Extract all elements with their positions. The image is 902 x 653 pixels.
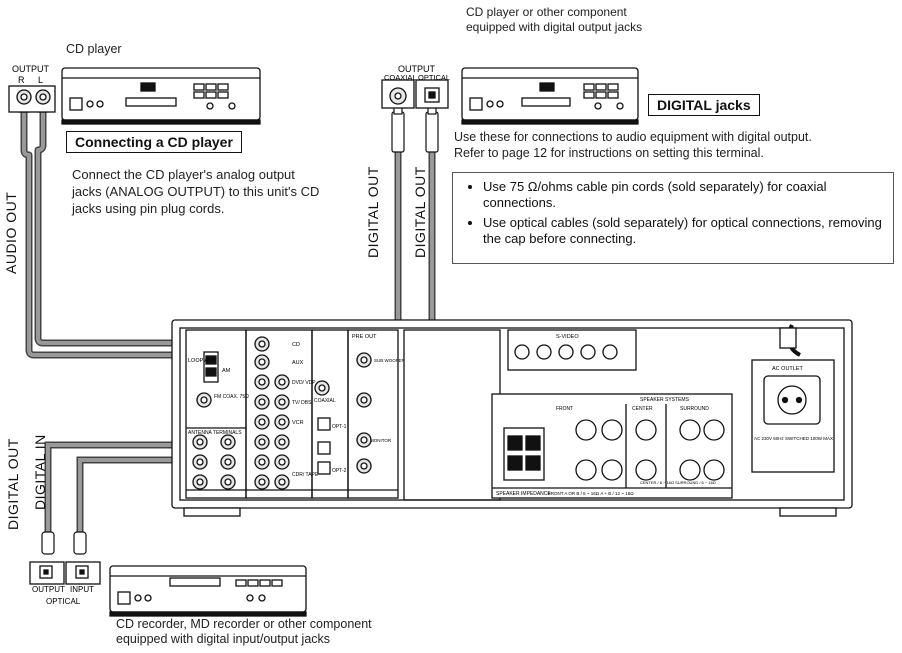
- digital-output-label: OUTPUT: [398, 64, 436, 74]
- coaxial-cable-label: DIGITAL OUT: [365, 166, 381, 258]
- recorder-caption-line1: CD recorder, MD recorder or other compon…: [116, 617, 372, 631]
- receiver-svideo: S-VIDEO: [556, 334, 579, 340]
- receiver-pre-out: PRE OUT: [352, 334, 377, 340]
- audio-out-cable-label: AUDIO OUT: [3, 191, 19, 274]
- receiver-impedance-front: FRONT A OR B / 6 ~ 16Ω A + B / 12 ~ 16Ω: [548, 491, 634, 496]
- receiver-ac-outlet: AC OUTLET: [772, 366, 804, 372]
- optical-cable-label: DIGITAL OUT: [412, 166, 428, 258]
- cd-r-label: R: [18, 75, 25, 85]
- receiver-front: FRONT: [556, 406, 573, 412]
- receiver-fm: FM COAX. 75Ω: [214, 394, 249, 400]
- digital-description-line1: Use these for connections to audio equip…: [454, 130, 812, 144]
- recorder-device: [109, 565, 307, 617]
- digital-component-device: [461, 67, 639, 125]
- receiver-tv: TV/ DBS: [292, 400, 312, 406]
- cd-player-description: Connect the CD player's analog output ja…: [72, 167, 320, 216]
- cd-l-label: L: [38, 75, 43, 85]
- receiver-impedance-center: CENTER / 6 ~ 16Ω SURROUND / 6 ~ 16Ω: [640, 480, 716, 485]
- receiver-surround: SURROUND: [680, 406, 709, 412]
- recorder-out-cable-label: DIGITAL OUT: [5, 438, 21, 530]
- note-item: Use optical cables (sold separately) for…: [483, 215, 883, 247]
- receiver-monitor: MONITOR: [370, 438, 392, 443]
- recorder-output-label: OUTPUT: [32, 585, 65, 594]
- digital-jacks-heading: DIGITAL jacks: [648, 94, 760, 116]
- cd-player-caption: CD player: [66, 42, 122, 56]
- receiver-opt2: OPT-2: [332, 468, 347, 474]
- receiver-antenna-terminals: ANTENNA TERMINALS: [188, 430, 242, 436]
- receiver-opt1: OPT-1: [332, 424, 347, 430]
- cable-notes-box: Use 75 Ω/ohms cable pin cords (sold sepa…: [452, 172, 894, 264]
- recorder-caption-line2: equipped with digital input/output jacks: [116, 632, 331, 646]
- cd-player-device: [61, 67, 261, 125]
- receiver-loop-ant: LOOP ANT.: [188, 358, 217, 364]
- receiver-aux: AUX: [292, 360, 304, 366]
- receiver-vcr: VCR: [292, 420, 304, 426]
- receiver-cd: CD: [292, 342, 300, 348]
- optical-label: OPTICAL: [418, 73, 450, 82]
- cd-player-heading: Connecting a CD player: [66, 131, 242, 153]
- recorder-in-cable-label: DIGITAL IN: [32, 434, 48, 510]
- cd-output-label: OUTPUT: [12, 64, 50, 74]
- receiver-speaker-systems: SPEAKER SYSTEMS: [640, 397, 690, 403]
- digital-output-jacks: [381, 79, 449, 109]
- note-item: Use 75 Ω/ohms cable pin cords (sold sepa…: [483, 179, 883, 211]
- recorder-input-label: INPUT: [70, 585, 94, 594]
- receiver-speaker-impedance: SPEAKER IMPEDANCE: [496, 491, 551, 497]
- digital-description-line2: Refer to page 12 for instructions on set…: [454, 146, 764, 160]
- receiver-cdr: CDR/ TAPE: [292, 472, 319, 478]
- receiver-am: AM: [222, 368, 231, 374]
- coaxial-label: COAXIAL: [384, 73, 417, 82]
- receiver-rear-panel: [171, 319, 853, 517]
- receiver-ac-spec: AC 230V 50Hz SWITCHED 100W MAX.: [754, 436, 834, 441]
- receiver-dvd: DVD/ VDP: [292, 380, 316, 386]
- recorder-optical-label: OPTICAL: [46, 597, 81, 606]
- cable-notes-list: Use 75 Ω/ohms cable pin cords (sold sepa…: [467, 179, 883, 247]
- recorder-optical-jacks: [29, 561, 101, 585]
- receiver-center: CENTER: [632, 406, 653, 412]
- receiver-coaxial: COAXIAL: [314, 398, 336, 404]
- receiver-subwoofer: SUB WOOFER: [374, 358, 406, 363]
- cd-player-output-jacks: [8, 85, 56, 113]
- digital-component-caption: CD player or other component equipped wi…: [466, 5, 643, 34]
